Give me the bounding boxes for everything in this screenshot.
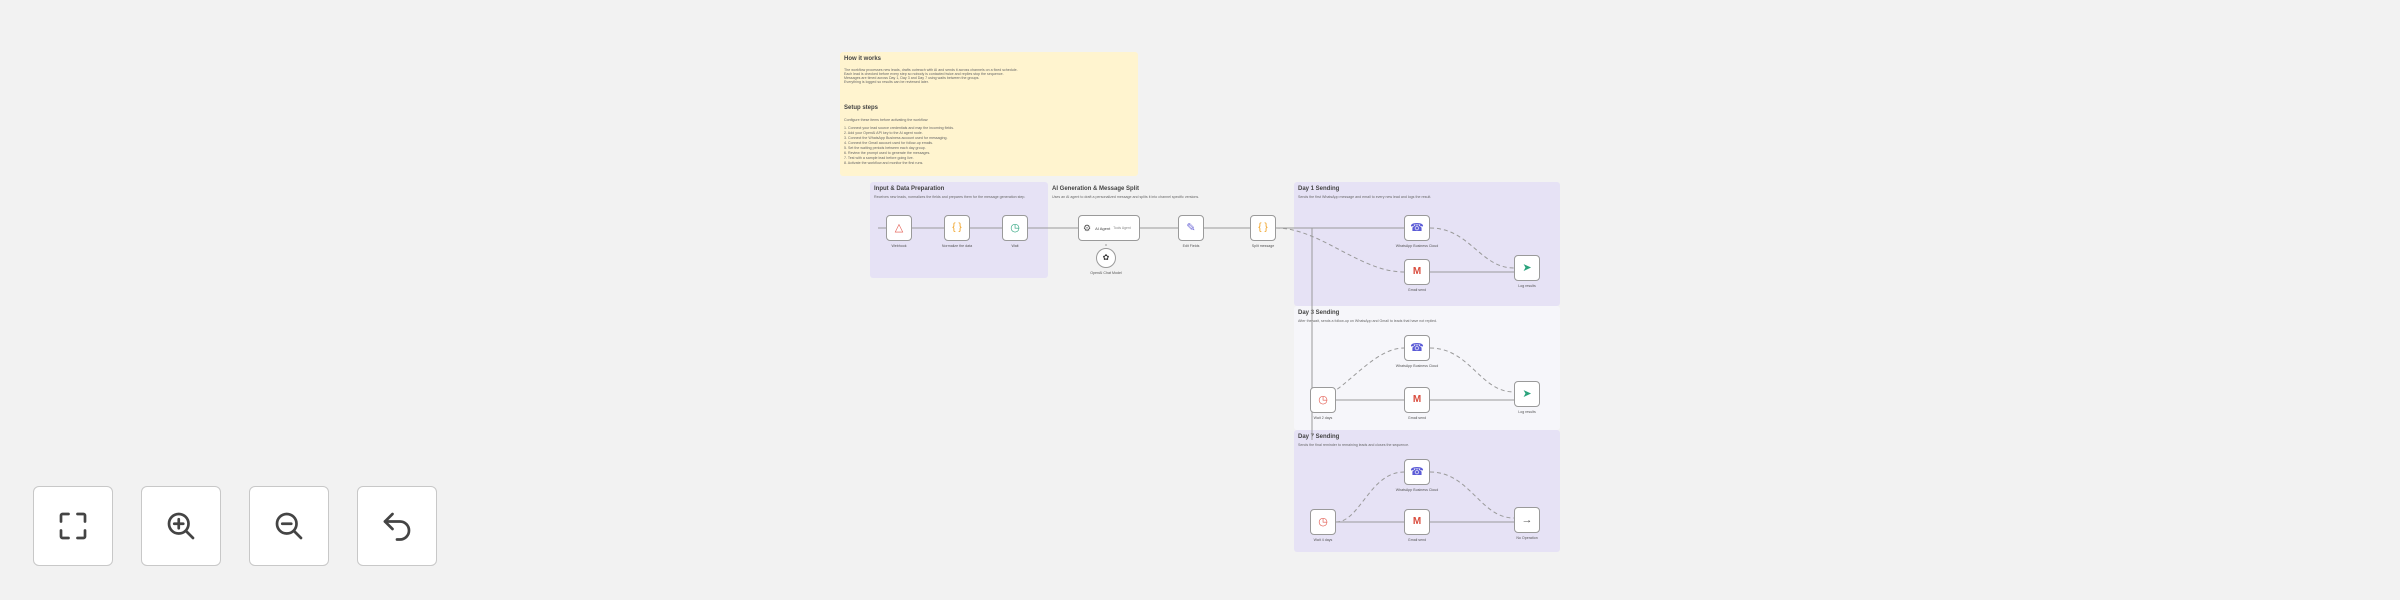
wait-day7-node[interactable]: ◷ — [1310, 509, 1336, 535]
whatsapp-day3-node[interactable]: ☎ — [1404, 335, 1430, 361]
log-results-day3-node[interactable]: ➤ — [1514, 381, 1540, 407]
zoom-out-icon — [275, 512, 303, 540]
group-title: Day 7 Sending — [1298, 434, 1340, 440]
gmail-icon: M — [1412, 266, 1422, 277]
clock-icon: ◷ — [1318, 515, 1328, 528]
fit-view-icon — [59, 512, 87, 540]
group-desc: Receives new leads, normalizes the field… — [874, 195, 1026, 199]
ai-agent-subtitle: Tools Agent — [1113, 226, 1131, 230]
reset-zoom-button[interactable] — [357, 486, 437, 566]
node-label: Wait — [1011, 244, 1019, 248]
note-setup-step: 2. Add your OpenAI API key to the AI age… — [844, 131, 923, 135]
note-setup-intro: Configure these items before activating … — [844, 118, 929, 122]
clock-icon: ◷ — [1318, 393, 1328, 406]
arrow-right-icon: ➤ — [1522, 261, 1532, 274]
note-setup-step: 8. Activate the workflow and monitor the… — [844, 161, 924, 165]
zoom-out-button[interactable] — [249, 486, 329, 566]
node-label: Log results — [1518, 410, 1536, 414]
group-title: Input & Data Preparation — [874, 186, 945, 192]
whatsapp-icon: ☎ — [1410, 465, 1424, 478]
wait-day3-node[interactable]: ◷ — [1310, 387, 1336, 413]
zoom-in-icon — [167, 512, 195, 540]
robot-icon: ⚙ — [1083, 222, 1092, 233]
node-label: Log results — [1518, 284, 1536, 288]
group-title: Day 3 Sending — [1298, 310, 1340, 316]
whatsapp-icon: ☎ — [1410, 221, 1424, 234]
group-desc: After the wait, sends a follow-up on Wha… — [1298, 319, 1438, 323]
node-label: Webhook — [891, 244, 907, 248]
node-label: Split message — [1251, 244, 1275, 248]
openai-icon: ✿ — [1102, 253, 1110, 262]
whatsapp-day7-node[interactable]: ☎ — [1404, 459, 1430, 485]
whatsapp-day1-node[interactable]: ☎ — [1404, 215, 1430, 241]
note-setup-step: 6. Review the prompt used to generate th… — [844, 151, 931, 155]
note-title: How it works — [844, 56, 882, 62]
node-label: Wait 4 days — [1313, 538, 1333, 542]
undo-icon — [383, 512, 411, 541]
arrow-right-icon: → — [1521, 513, 1533, 526]
node-label: Edit Fields — [1182, 244, 1200, 248]
log-results-day1-node[interactable]: ➤ — [1514, 255, 1540, 281]
split-message-node[interactable]: { } — [1250, 215, 1276, 241]
edit-fields-node[interactable]: ✎ — [1178, 215, 1204, 241]
note-setup-step: 1. Connect your lead source credentials … — [844, 126, 955, 130]
wait-node[interactable]: ◷ — [1002, 215, 1028, 241]
gmail-day7-node[interactable]: M — [1404, 509, 1430, 535]
gmail-icon: M — [1412, 394, 1422, 405]
ai-agent-node[interactable]: ⚙ AI Agent Tools Agent — [1078, 215, 1140, 241]
group-desc: Uses an AI agent to draft a personalized… — [1052, 195, 1200, 199]
group-desc: Sends the final reminder to remaining le… — [1298, 443, 1410, 447]
webhook-icon: △ — [894, 221, 904, 234]
group-title: AI Generation & Message Split — [1052, 186, 1140, 192]
arrow-right-icon: ➤ — [1522, 387, 1532, 400]
gmail-icon: M — [1412, 516, 1422, 527]
ai-agent-title: AI Agent — [1095, 225, 1111, 231]
openai-chat-model-node[interactable]: ✿ — [1096, 248, 1116, 268]
no-operation-day7-node[interactable]: → — [1514, 507, 1540, 533]
group-title: Day 1 Sending — [1298, 186, 1340, 192]
pencil-icon: ✎ — [1186, 221, 1196, 234]
note-setup-step: 4. Connect the Gmail account used for fo… — [844, 141, 934, 145]
note-line: Each lead is checked before every step s… — [844, 72, 1004, 76]
clock-icon: ◷ — [1010, 221, 1020, 234]
group-ai-generation[interactable]: AI Generation & Message Split Uses an AI… — [1048, 182, 1294, 278]
node-label: Normalize the data — [941, 244, 973, 248]
code-braces-icon: { } — [1258, 222, 1268, 233]
zoom-in-button[interactable] — [141, 486, 221, 566]
node-label: Gmail send — [1407, 416, 1427, 420]
node-label: Gmail send — [1407, 288, 1427, 292]
node-label: WhatsApp Business Cloud — [1395, 488, 1439, 492]
node-label: Gmail send — [1407, 538, 1427, 542]
node-label: OpenAI Chat Model — [1090, 271, 1122, 275]
gmail-day1-node[interactable]: M — [1404, 259, 1430, 285]
note-setup-step: 7. Test with a sample lead before going … — [844, 156, 914, 160]
normalize-data-node[interactable]: { } — [944, 215, 970, 241]
note-setup-step: 5. Set the waiting periods between each … — [844, 146, 926, 150]
group-desc: Sends the first WhatsApp message and ema… — [1298, 195, 1432, 199]
fit-view-button[interactable] — [33, 486, 113, 566]
node-label: Wait 2 days — [1313, 416, 1333, 420]
whatsapp-icon: ☎ — [1410, 341, 1424, 354]
code-braces-icon: { } — [952, 222, 962, 233]
note-line: Messages are timed across Day 1, Day 3 a… — [844, 76, 980, 80]
sticky-note-how-it-works[interactable]: How it works The workflow processes new … — [840, 52, 1138, 176]
note-line: The workflow processes new leads, drafts… — [844, 68, 1018, 72]
note-line: Everything is logged so results can be r… — [844, 80, 929, 84]
note-setup-title: Setup steps — [844, 105, 879, 111]
node-label: No Operation — [1516, 536, 1538, 540]
node-label: WhatsApp Business Cloud — [1395, 364, 1439, 368]
gmail-day3-node[interactable]: M — [1404, 387, 1430, 413]
note-setup-step: 3. Connect the WhatsApp Business account… — [844, 136, 948, 140]
webhook-node[interactable]: △ — [886, 215, 912, 241]
node-label: WhatsApp Business Cloud — [1395, 244, 1439, 248]
